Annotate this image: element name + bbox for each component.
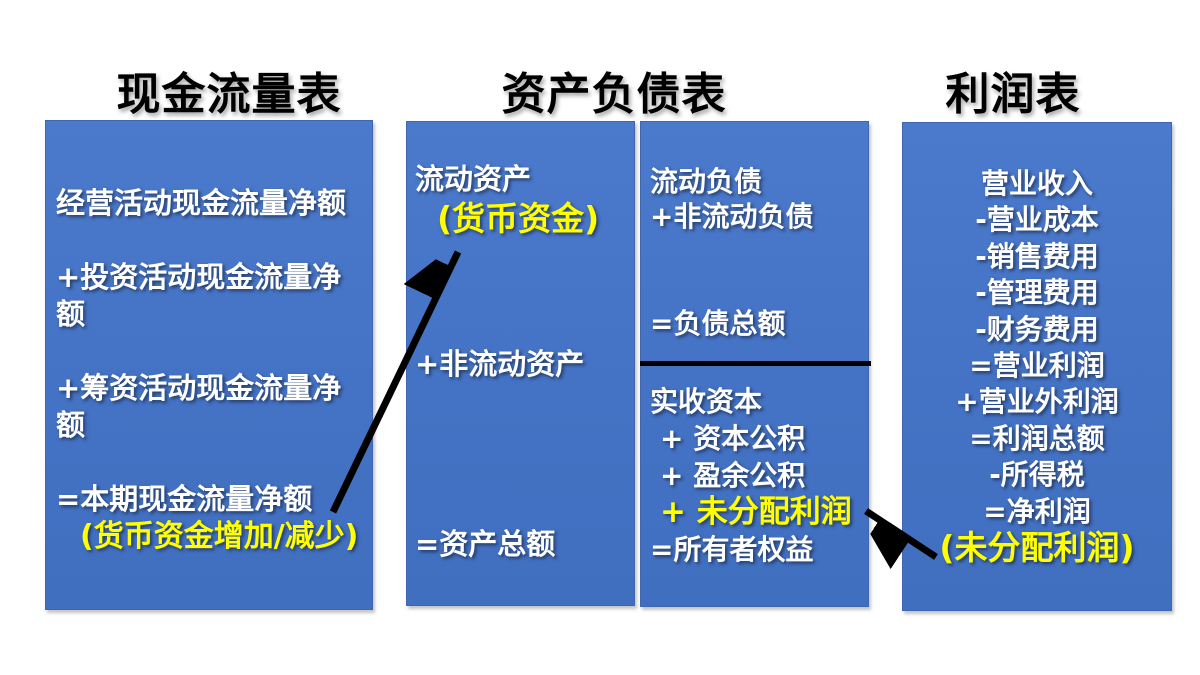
cash-flow-statement-box: 经营活动现金流量净额 +投资活动现金流量净额 +筹资活动现金流量净额 =本期现金… bbox=[45, 120, 373, 610]
cost-line: -营业成本 bbox=[975, 203, 1099, 237]
income-tax-line: -所得税 bbox=[989, 458, 1085, 492]
balance-sheet-liabilities-box: 流动负债 +非流动负债 =负债总额 实收资本 + 资本公积 + 盈余公积 + 未… bbox=[640, 121, 869, 607]
liabilities-content: 流动负债 +非流动负债 =负债总额 bbox=[641, 122, 868, 341]
revenue-line: 营业收入 bbox=[980, 167, 1093, 200]
balance-sheet-assets-box: 流动资产 (货币资金) +非流动资产 =资产总额 bbox=[406, 121, 635, 606]
monetary-funds-highlight: (货币资金) bbox=[437, 199, 600, 238]
capital-reserve-line: + 资本公积 bbox=[660, 422, 806, 455]
surplus-reserve-line: + 盈余公积 bbox=[660, 459, 806, 492]
current-assets-line: 流动资产 bbox=[415, 162, 532, 196]
finance-expense-line: -财务费用 bbox=[975, 312, 1099, 346]
income-statement-box: 营业收入 -营业成本 -销售费用 -管理费用 -财务费用 =营业利润 +营业外利… bbox=[902, 122, 1172, 611]
equity-content: 实收资本 + 资本公积 + 盈余公积 + 未分配利润 =所有者权益 bbox=[650, 383, 852, 568]
total-liabilities-line: =负债总额 bbox=[650, 307, 786, 340]
financing-cash-flow-line: +筹资活动现金流量净额 bbox=[56, 371, 342, 442]
total-equity-line: =所有者权益 bbox=[650, 533, 814, 566]
admin-expense-line: -管理费用 bbox=[975, 276, 1099, 310]
income-statement-title: 利润表 bbox=[945, 69, 1081, 120]
noncurrent-liabilities-line: +非流动负债 bbox=[650, 200, 814, 233]
net-cash-flow-line: =本期现金流量净额 bbox=[56, 482, 313, 516]
assets-content: 流动资产 (货币资金) +非流动资产 =资产总额 bbox=[407, 122, 634, 563]
operating-profit-line: =营业利润 bbox=[969, 349, 1105, 383]
total-assets-line: =资产总额 bbox=[415, 527, 556, 561]
cash-flow-statement-content: 经营活动现金流量净额 +投资活动现金流量净额 +筹资活动现金流量净额 =本期现金… bbox=[46, 121, 358, 555]
nonoperating-profit-line: +营业外利润 bbox=[955, 385, 1119, 419]
balance-sheet-title: 资产负债表 bbox=[501, 69, 727, 120]
cash-change-highlight: (货币资金增加/减少) bbox=[80, 519, 359, 554]
cash-flow-statement-title: 现金流量表 bbox=[116, 69, 342, 120]
paid-in-capital-line: 实收资本 bbox=[650, 385, 763, 418]
current-liabilities-line: 流动负债 bbox=[650, 165, 763, 198]
operating-cash-flow-line: 经营活动现金流量净额 bbox=[56, 186, 347, 220]
noncurrent-assets-line: +非流动资产 bbox=[415, 347, 585, 381]
investing-cash-flow-line: +投资活动现金流量净额 bbox=[56, 260, 342, 331]
undistributed-profit-highlight: (未分配利润) bbox=[939, 528, 1135, 568]
total-profit-line: =利润总额 bbox=[969, 421, 1105, 455]
net-profit-line: =净利润 bbox=[983, 494, 1091, 528]
selling-expense-line: -销售费用 bbox=[975, 239, 1099, 273]
retained-earnings-highlight: + 未分配利润 bbox=[660, 494, 852, 530]
income-statement-content: 营业收入 -营业成本 -销售费用 -管理费用 -财务费用 =营业利润 +营业外利… bbox=[903, 123, 1171, 566]
